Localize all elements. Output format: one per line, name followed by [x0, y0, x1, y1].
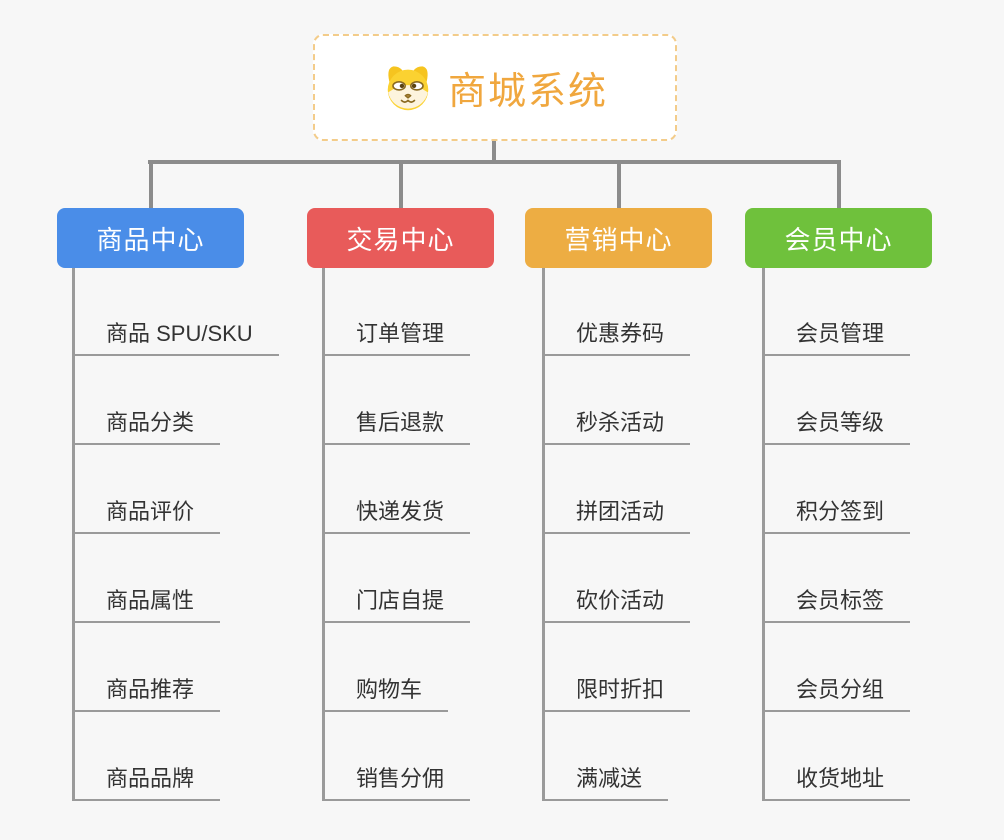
root-title: 商城系统 — [447, 71, 608, 113]
leaf-node[interactable]: 订单管理 — [322, 310, 471, 356]
leaf-node[interactable]: 会员分组 — [762, 666, 911, 712]
connector-branch-vertical — [148, 160, 153, 208]
leaf-node[interactable]: 拼团活动 — [542, 488, 691, 534]
connector-branch-vertical — [616, 160, 621, 208]
leaf-node[interactable]: 会员标签 — [762, 577, 911, 623]
connector-root-vertical — [492, 141, 496, 164]
connector-branch-spine — [72, 268, 75, 801]
leaf-node[interactable]: 快递发货 — [322, 488, 471, 534]
root-node[interactable]: 商城系统 — [313, 34, 677, 141]
leaf-node[interactable]: 会员等级 — [762, 399, 911, 445]
branch-node-member-center[interactable]: 会员中心 — [745, 208, 932, 268]
leaf-node[interactable]: 售后退款 — [322, 399, 471, 445]
connector-horizontal-bus — [148, 160, 840, 164]
leaf-node[interactable]: 积分签到 — [762, 488, 911, 534]
leaf-node[interactable]: 会员管理 — [762, 310, 911, 356]
leaf-node[interactable]: 商品品牌 — [72, 755, 221, 801]
connector-branch-spine — [542, 268, 545, 801]
leaf-node[interactable]: 商品 SPU/SKU — [72, 310, 279, 356]
connector-branch-vertical — [836, 160, 841, 208]
leaf-node[interactable]: 购物车 — [322, 666, 449, 712]
leaf-node[interactable]: 门店自提 — [322, 577, 471, 623]
connector-branch-vertical — [398, 160, 403, 208]
leaf-node[interactable]: 限时折扣 — [542, 666, 691, 712]
leaf-node[interactable]: 收货地址 — [762, 755, 911, 801]
branch-node-product-center[interactable]: 商品中心 — [57, 208, 244, 268]
leaf-node[interactable]: 销售分佣 — [322, 755, 471, 801]
dog-face-icon — [382, 64, 434, 111]
leaf-node[interactable]: 商品分类 — [72, 399, 221, 445]
leaf-node[interactable]: 秒杀活动 — [542, 399, 691, 445]
leaf-node[interactable]: 商品推荐 — [72, 666, 221, 712]
leaf-node[interactable]: 满减送 — [542, 755, 669, 801]
connector-branch-spine — [762, 268, 765, 801]
leaf-node[interactable]: 优惠券码 — [542, 310, 691, 356]
leaf-node[interactable]: 商品属性 — [72, 577, 221, 623]
branch-node-trade-center[interactable]: 交易中心 — [307, 208, 494, 268]
leaf-node[interactable]: 砍价活动 — [542, 577, 691, 623]
connector-branch-spine — [322, 268, 325, 801]
branch-node-marketing-center[interactable]: 营销中心 — [525, 208, 712, 268]
leaf-node[interactable]: 商品评价 — [72, 488, 221, 534]
